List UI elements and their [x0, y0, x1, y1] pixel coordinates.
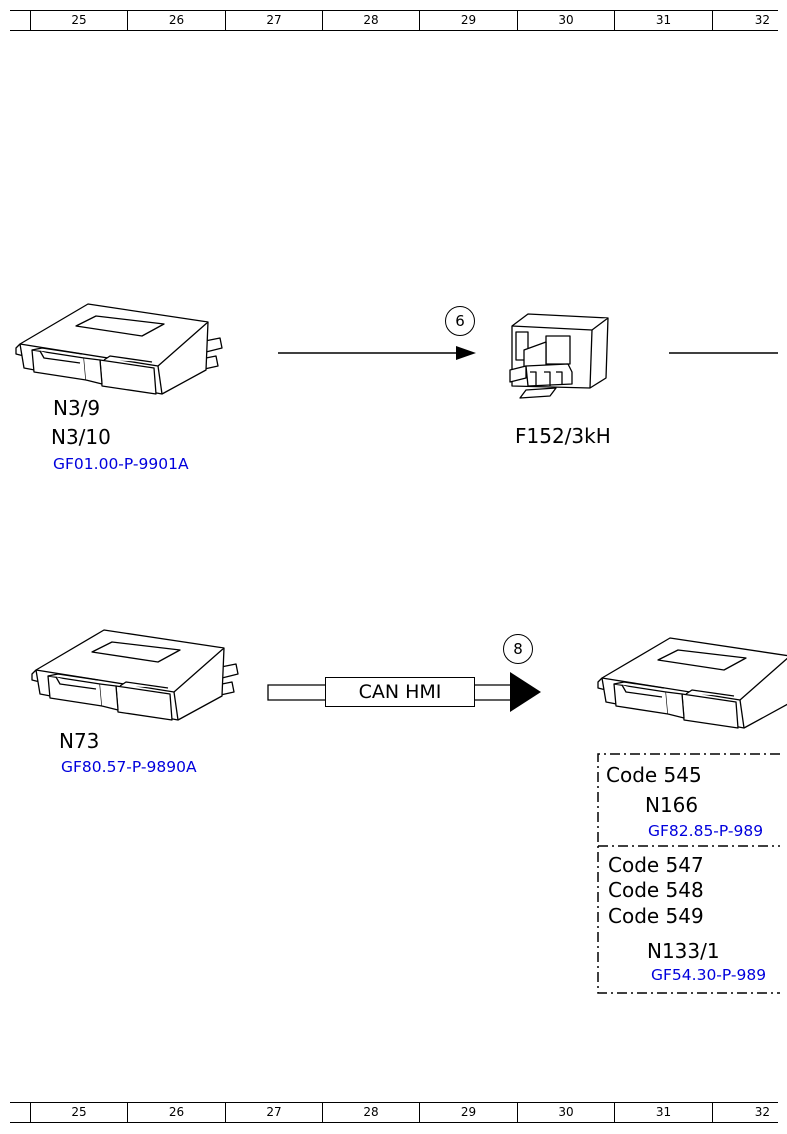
column-ruler-top: 25 26 27 28 29 30 31 32	[10, 10, 778, 31]
component-label: N3/10	[51, 425, 111, 449]
option-code: Code 549	[608, 904, 704, 928]
column-ruler-bottom: 25 26 27 28 29 30 31 32	[10, 1102, 778, 1123]
ruler-cell: 30	[517, 1103, 614, 1122]
ruler-cell: 25	[30, 11, 127, 30]
ruler-cell: 32	[712, 11, 778, 30]
component-label: N166	[645, 793, 699, 817]
component-label: N73	[59, 729, 100, 753]
ruler-cell: 28	[322, 11, 419, 30]
component-label: N3/9	[53, 396, 101, 420]
relay-label: F152/3kH	[515, 424, 611, 448]
option-code: Code 545	[606, 763, 702, 787]
reference-link[interactable]: GF54.30-P-989	[651, 966, 767, 984]
ruler-cell: 30	[517, 11, 614, 30]
control-unit-icon	[15, 303, 223, 395]
reference-link[interactable]: GF80.57-P-9890A	[61, 758, 197, 776]
ruler-cell: 29	[419, 1103, 517, 1122]
reference-link[interactable]: GF82.85-P-989	[648, 822, 764, 840]
ruler-cell: 31	[614, 11, 712, 30]
bus-arrow-head-icon	[510, 672, 541, 712]
reference-link[interactable]: GF01.00-P-9901A	[53, 455, 189, 473]
ruler-cell: 28	[322, 1103, 419, 1122]
ruler-cell: 27	[225, 1103, 322, 1122]
ruler-cell: 32	[712, 1103, 778, 1122]
component-label: N133/1	[647, 939, 720, 963]
ruler-cell: 26	[127, 11, 225, 30]
option-code: Code 547	[608, 853, 704, 877]
arrow-head-icon	[456, 346, 476, 360]
ruler-cell: 26	[127, 1103, 225, 1122]
reference-badge: 6	[445, 306, 475, 336]
option-code: Code 548	[608, 878, 704, 902]
control-unit-icon	[31, 629, 239, 721]
relay-icon	[509, 313, 609, 399]
bus-label: CAN HMI	[325, 677, 475, 707]
ruler-cell: 27	[225, 11, 322, 30]
reference-badge: 8	[503, 634, 533, 664]
ruler-cell: 31	[614, 1103, 712, 1122]
option-frame	[597, 753, 780, 994]
control-unit-icon	[597, 637, 787, 729]
ruler-cell: 29	[419, 11, 517, 30]
ruler-cell: 25	[30, 1103, 127, 1122]
